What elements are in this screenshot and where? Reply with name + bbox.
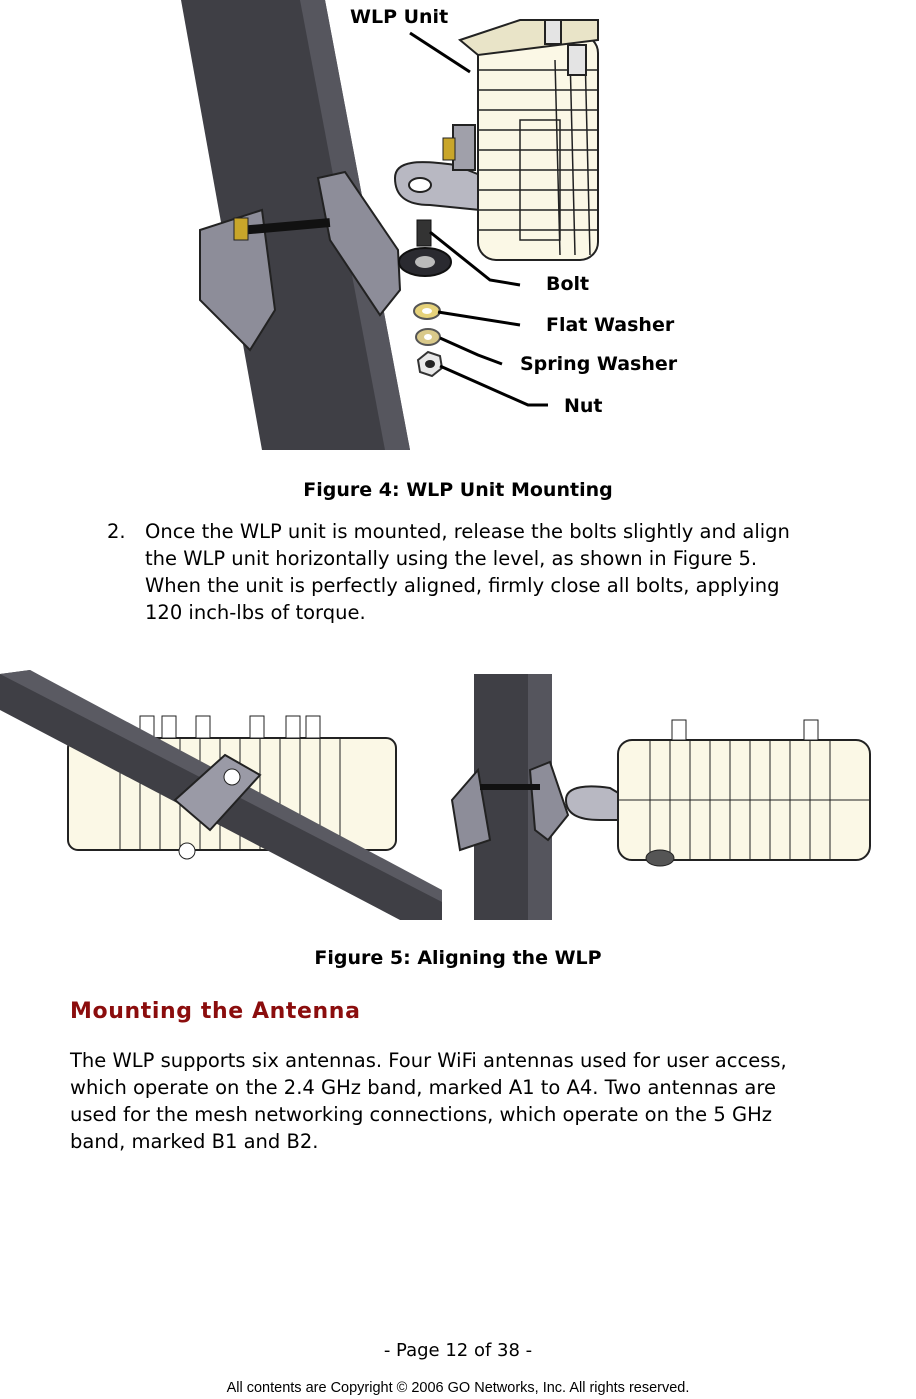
step-2-line: 120 inch-lbs of torque. <box>145 601 366 624</box>
spring-washer-label: Spring Washer <box>520 353 678 375</box>
section-heading: Mounting the Antenna <box>70 999 361 1024</box>
page-number: - Page 12 of 38 - <box>383 1340 533 1361</box>
wlp-alignment-illustration <box>0 670 871 920</box>
side-view-left <box>0 670 442 920</box>
nut-label: Nut <box>564 395 603 417</box>
wlp-mounting-illustration <box>181 0 599 450</box>
copyright-notice: All contents are Copyright © 2006 GO Net… <box>226 1380 690 1396</box>
wlp-unit-label: WLP Unit <box>350 6 449 28</box>
section-paragraph: The WLP supports six antennas. Four WiFi… <box>70 1047 916 1155</box>
bolt-label: Bolt <box>546 273 590 295</box>
step-2-line: When the unit is perfectly aligned, firm… <box>145 574 780 597</box>
figure-5-caption: Figure 5: Aligning the WLP <box>314 947 602 969</box>
figure-4-caption: Figure 4: WLP Unit Mounting <box>303 479 613 501</box>
figure-5 <box>0 670 916 920</box>
figure-4: WLP Unit Bolt Flat Washer Spring Washer … <box>0 0 916 460</box>
paragraph-line: The WLP supports six antennas. Four WiFi… <box>70 1049 787 1072</box>
step-2-line: Once the WLP unit is mounted, release th… <box>145 520 790 543</box>
paragraph-line: used for the mesh networking connections… <box>70 1103 772 1126</box>
step-2-line: the WLP unit horizontally using the leve… <box>145 547 758 570</box>
step-2-text: Once the WLP unit is mounted, release th… <box>145 518 916 626</box>
step-2-number: 2. <box>107 520 126 543</box>
flat-washer-label: Flat Washer <box>546 314 675 336</box>
paragraph-line: band, marked B1 and B2. <box>70 1130 319 1153</box>
paragraph-line: which operate on the 2.4 GHz band, marke… <box>70 1076 776 1099</box>
side-view-right <box>450 674 871 920</box>
